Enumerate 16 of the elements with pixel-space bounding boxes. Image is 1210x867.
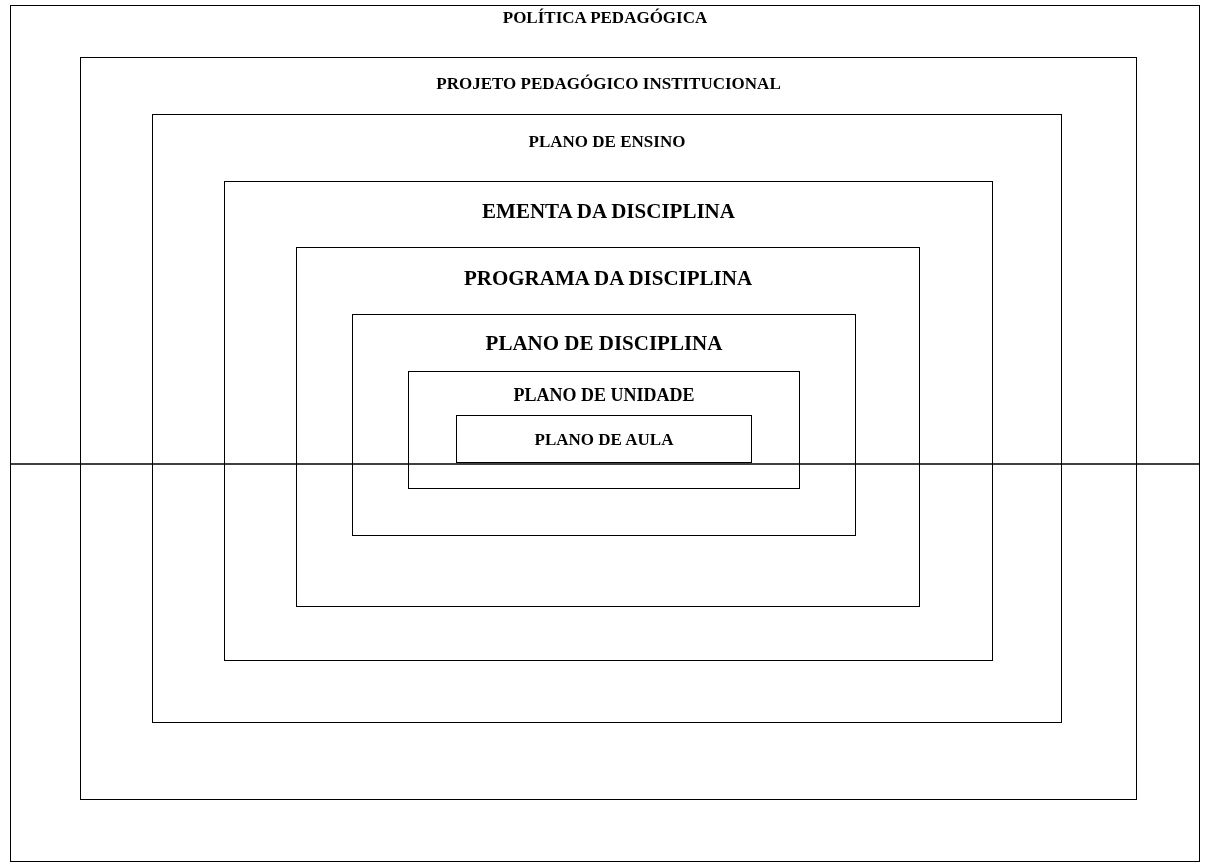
box-heading: PLANO DE ENSINO — [528, 131, 686, 153]
nested-box — [152, 114, 1062, 723]
nested-box — [10, 5, 1200, 862]
box-heading: PLANO DE AULA — [534, 429, 674, 451]
nested-box — [352, 314, 856, 536]
box-heading: PLANO DE UNIDADE — [513, 384, 695, 407]
nested-box — [408, 371, 800, 489]
box-heading: PLANO DE DISCIPLINA — [485, 330, 723, 357]
nested-box — [456, 415, 752, 463]
nested-box — [224, 181, 993, 661]
box-heading: POLÍTICA PEDAGÓGICA — [502, 7, 708, 29]
nested-box — [80, 57, 1137, 800]
box-heading: PROGRAMA DA DISCIPLINA — [463, 265, 753, 292]
box-heading: PROJETO PEDAGÓGICO INSTITUCIONAL — [436, 73, 781, 95]
nested-box — [296, 247, 920, 607]
box-heading: EMENTA DA DISCIPLINA — [482, 198, 735, 225]
